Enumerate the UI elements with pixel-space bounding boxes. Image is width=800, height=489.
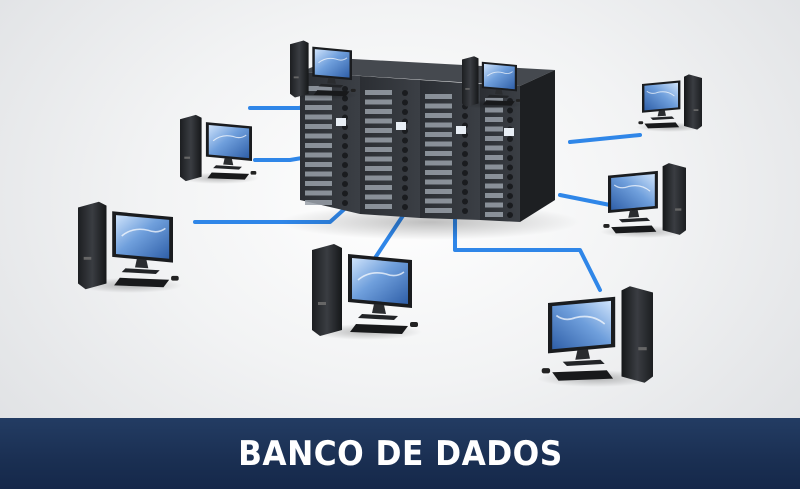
- server-rack-icon: [280, 58, 580, 240]
- desktop-computer-icon: [636, 74, 702, 132]
- desktop-computer-icon: [290, 40, 359, 100]
- desktop-computer-icon: [180, 114, 260, 184]
- network-illustration: [78, 40, 702, 387]
- desktop-computer-icon: [537, 286, 653, 387]
- title-banner: BANCO DE DADOS: [0, 418, 800, 489]
- cable: [558, 193, 612, 207]
- desktop-computer-icon: [312, 244, 422, 340]
- cable: [568, 133, 642, 144]
- desktop-computer-icon: [600, 163, 686, 238]
- banner-title: BANCO DE DADOS: [237, 433, 563, 474]
- desktop-computer-icon: [462, 56, 523, 109]
- desktop-computer-icon: [78, 201, 183, 293]
